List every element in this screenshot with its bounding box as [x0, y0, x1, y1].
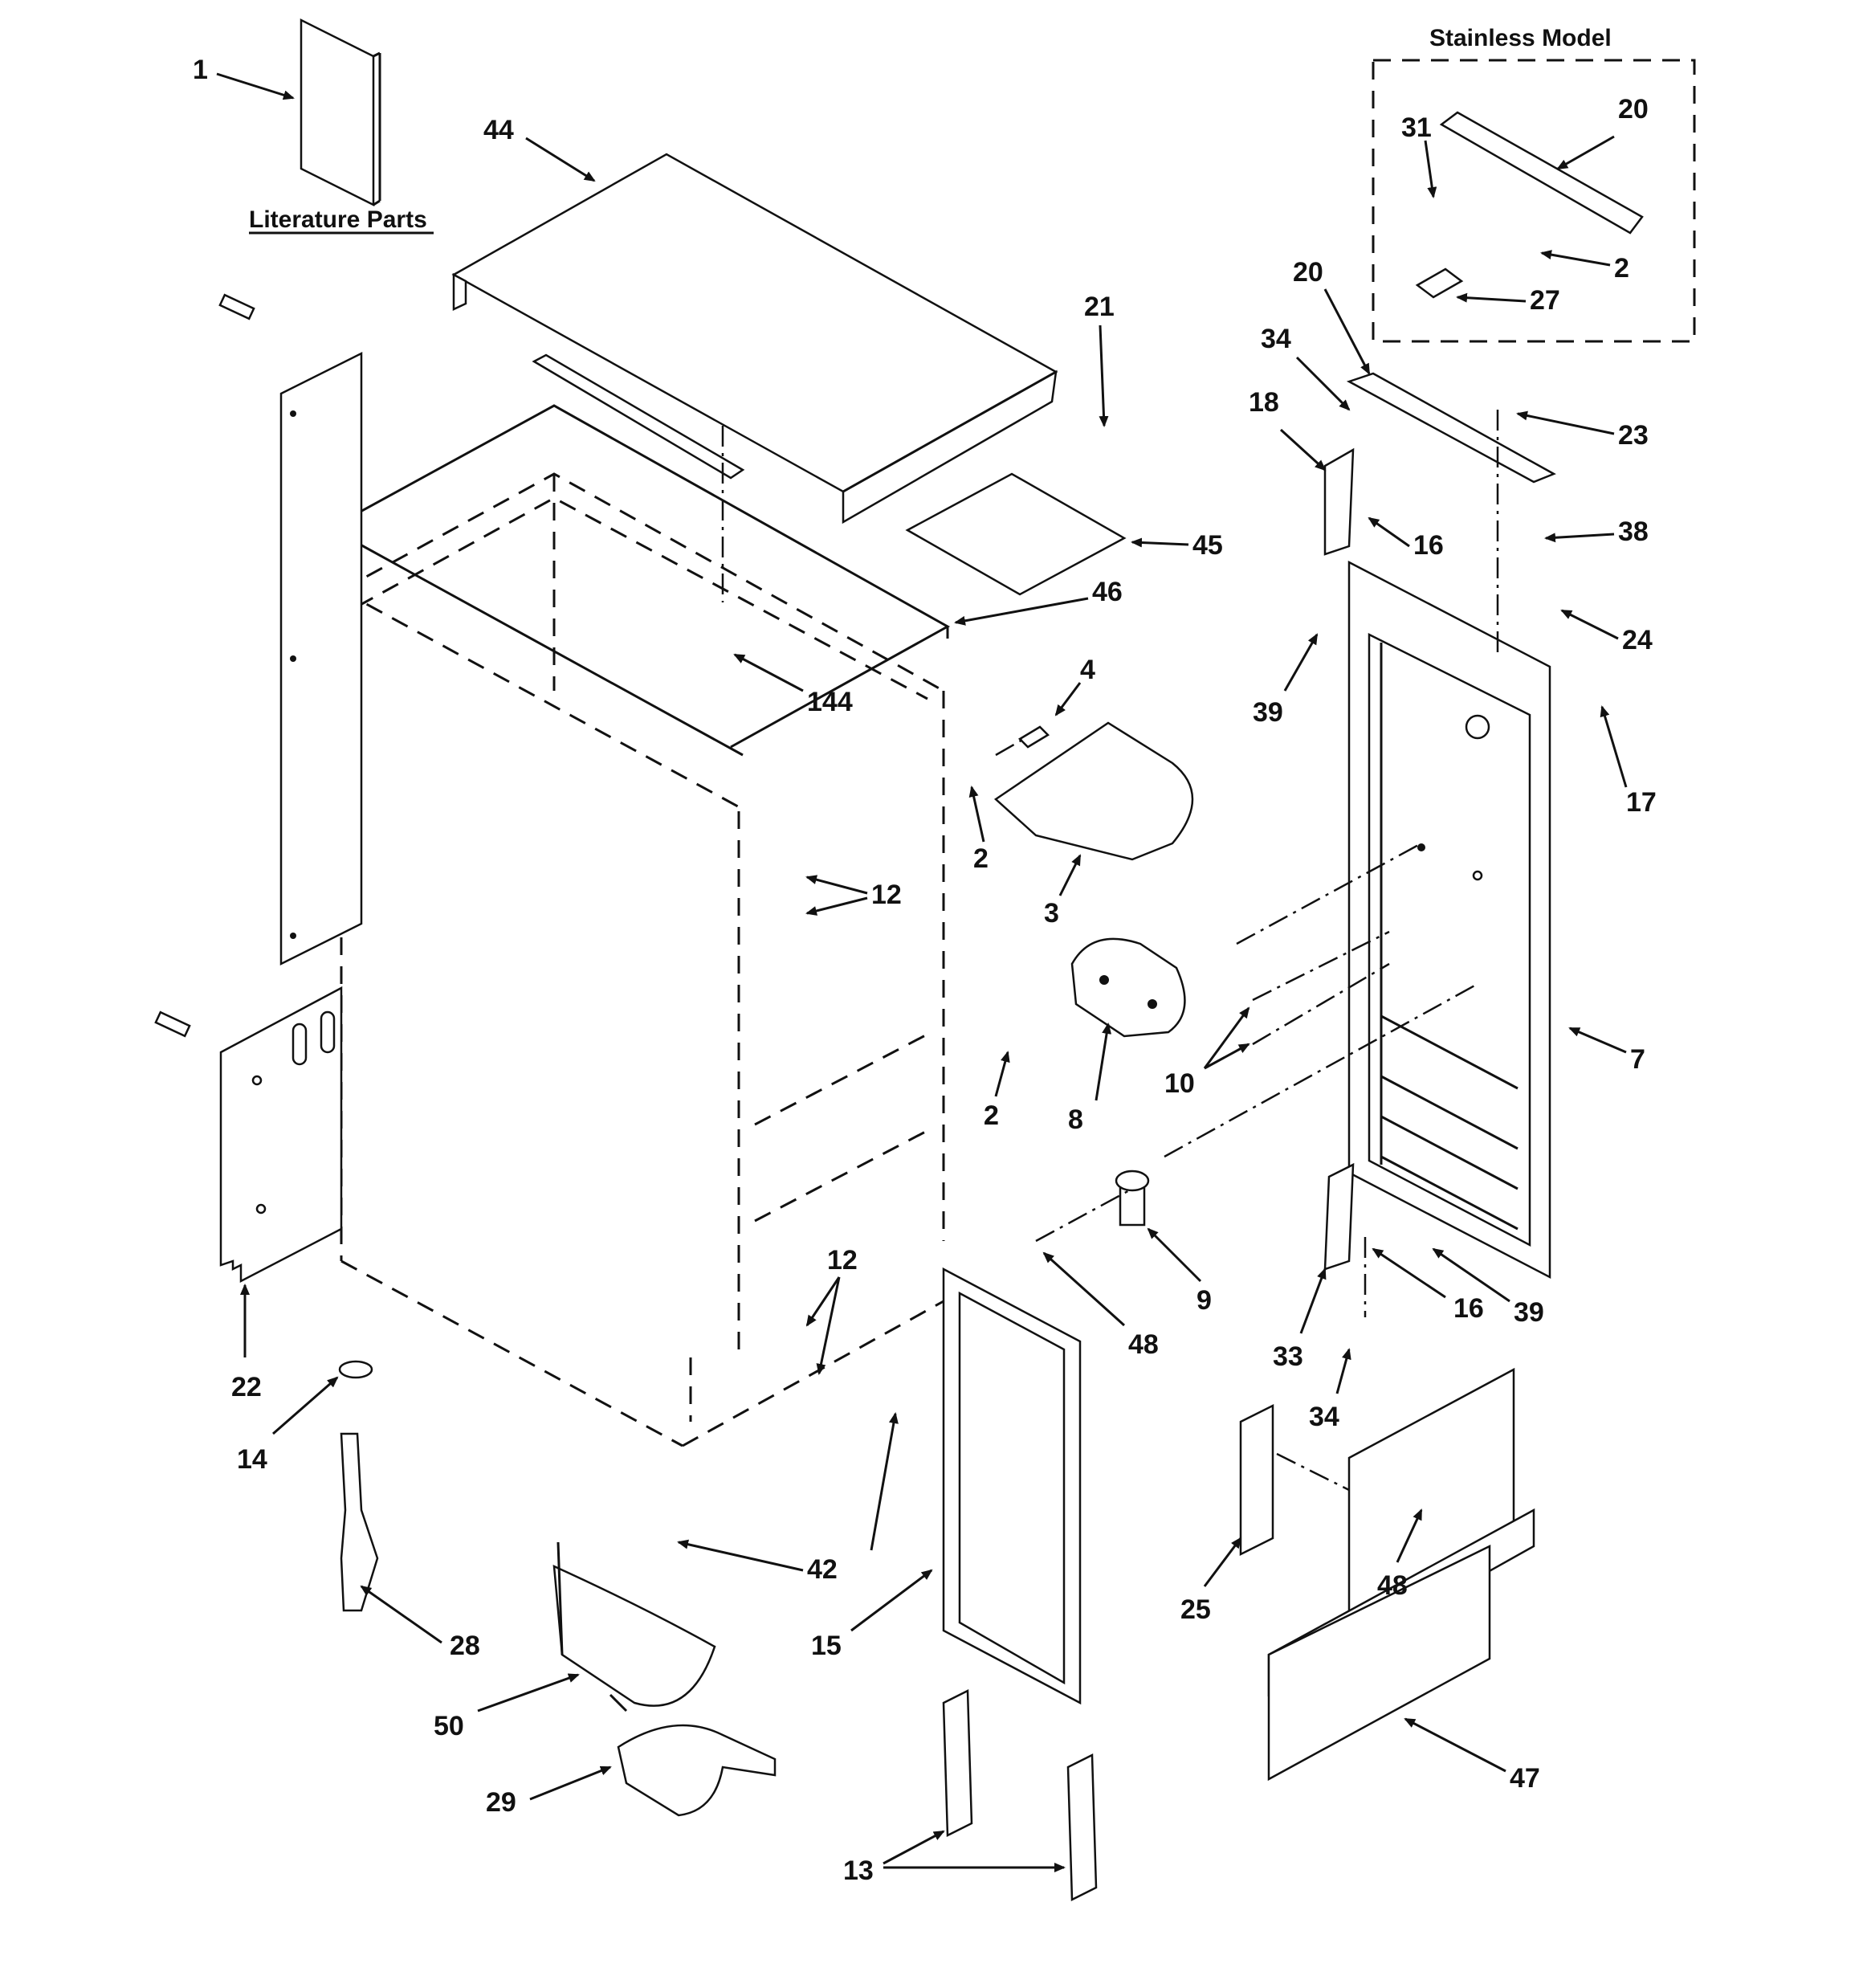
part-label: 48: [1377, 1570, 1408, 1601]
part-label: 21: [1084, 292, 1115, 322]
part-label: 27: [1530, 285, 1560, 316]
part-label: 9: [1196, 1285, 1212, 1316]
part-label: 10: [1164, 1068, 1195, 1099]
part-label: 29: [486, 1787, 516, 1818]
part-label: 42: [807, 1554, 838, 1585]
part-label: 28: [450, 1631, 480, 1661]
part-label: 34: [1309, 1402, 1339, 1432]
label-45: [905, 472, 1127, 596]
door-gasket-15: [942, 1267, 1082, 1705]
screw-mid-left-icon: [154, 1010, 191, 1038]
handle-20: [1439, 111, 1644, 235]
part-label: 2: [1614, 253, 1629, 284]
top-panel: [451, 153, 1058, 525]
part-label: 46: [1092, 577, 1123, 607]
lower-back-panel-22: [219, 986, 343, 1284]
part-label: 4: [1080, 655, 1095, 685]
part-label: 2: [973, 843, 989, 874]
literature-booklet: [300, 18, 381, 207]
part-label: 20: [1293, 257, 1323, 288]
part-label: 12: [871, 880, 902, 910]
left-side-panel: [279, 351, 363, 966]
part-label: 2: [984, 1100, 999, 1131]
spacer-13b: [1066, 1753, 1098, 1901]
clamp-14: [338, 1360, 373, 1379]
bracket-9: [1115, 1170, 1150, 1227]
stainless-caption: Stainless Model: [1429, 25, 1612, 51]
stop-plate-20: [1346, 372, 1556, 484]
stainless-model-box: [1372, 59, 1696, 343]
handle-cap-27: [1415, 267, 1464, 299]
part-label: 31: [1401, 112, 1432, 143]
hinge-plate-25: [1239, 1403, 1274, 1557]
part-label: 38: [1618, 516, 1649, 547]
part-label: 50: [434, 1711, 464, 1741]
part-label: 47: [1510, 1763, 1540, 1794]
part-label: 44: [483, 115, 514, 145]
part-label: 39: [1514, 1297, 1544, 1328]
scoop-29: [617, 1724, 777, 1817]
part-label: 48: [1128, 1329, 1159, 1360]
part-label: 33: [1273, 1341, 1303, 1372]
part-label: 22: [231, 1372, 262, 1402]
drain-hose-28: [340, 1432, 379, 1612]
part-label: 18: [1249, 387, 1279, 418]
assembly-lines: [721, 410, 1499, 1492]
part-label: 1: [193, 55, 208, 85]
part-label: 13: [843, 1855, 874, 1886]
part-label: 34: [1261, 324, 1291, 354]
part-label: 3: [1044, 898, 1059, 929]
part-label: 12: [827, 1245, 858, 1276]
part-label: 45: [1192, 530, 1223, 561]
pin-4: [1017, 725, 1050, 749]
part-label: 23: [1618, 420, 1649, 451]
part-label: 2: [984, 1100, 999, 1131]
chute-50: [552, 1541, 716, 1712]
part-label: 14: [237, 1444, 267, 1475]
part-label: 15: [811, 1631, 842, 1661]
kick-plate-47: [1267, 1367, 1535, 1782]
part-label: 25: [1180, 1594, 1211, 1625]
spacer-13a: [942, 1689, 973, 1837]
part-label: 20: [1618, 94, 1649, 125]
part-label: 144: [807, 687, 853, 717]
part-label: 24: [1622, 625, 1653, 655]
part-label: 16: [1413, 530, 1444, 561]
part-label: 17: [1626, 787, 1657, 818]
ice-bucket-3: [993, 721, 1194, 861]
literature-caption: Literature Parts: [249, 206, 427, 233]
part-label: 7: [1630, 1044, 1645, 1075]
part-label: 39: [1253, 697, 1283, 728]
cabinet-outline: [340, 472, 945, 1447]
handle-bracket-8: [1070, 937, 1186, 1038]
hinge-bracket-18: [1323, 447, 1355, 556]
part-label: 8: [1068, 1104, 1083, 1135]
door-panel-7: [1347, 560, 1551, 1280]
screw-top-left-icon: [218, 293, 255, 320]
hinge-bracket-33: [1323, 1162, 1355, 1271]
part-label: 16: [1453, 1293, 1484, 1324]
